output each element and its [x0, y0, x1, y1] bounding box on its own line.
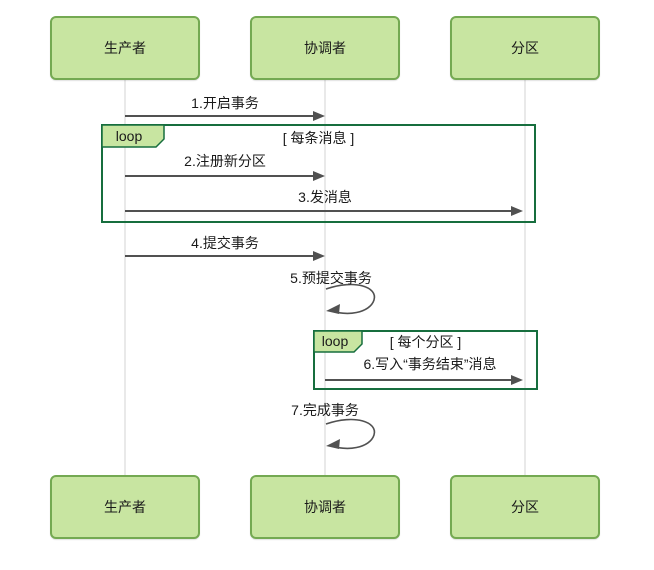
message-4-label: 4.提交事务	[191, 235, 259, 251]
message-3-arrowhead	[511, 206, 523, 216]
message-7-arrowhead	[326, 439, 340, 449]
loop-2-condition: [ 每个分区 ]	[389, 334, 462, 350]
message-7-label: 7.完成事务	[291, 402, 359, 418]
actor-label-partition-top: 分区	[511, 40, 539, 56]
loop-fragment-1-frame	[101, 124, 536, 223]
message-5-label: 5.预提交事务	[290, 270, 372, 286]
actor-box-partition-top: 分区	[450, 16, 600, 80]
message-5-arrowhead	[326, 304, 340, 314]
message-5-self-loop	[325, 283, 376, 315]
actor-label-producer-bottom: 生产者	[104, 499, 146, 515]
actor-box-partition-bottom: 分区	[450, 475, 600, 539]
message-2-arrowhead	[313, 171, 325, 181]
actor-box-coordinator-top: 协调者	[250, 16, 400, 80]
loop-2-keyword: loop	[321, 333, 349, 349]
loop-fragment-2-frame	[313, 330, 538, 390]
actor-box-coordinator-bottom: 协调者	[250, 475, 400, 539]
message-3-label: 3.发消息	[298, 189, 352, 205]
message-6-label: 6.写入“事务结束”消息	[363, 356, 497, 372]
actor-label-partition-bottom: 分区	[511, 499, 539, 515]
actor-label-coordinator-bottom: 协调者	[304, 499, 346, 515]
loop-fragment-1-label-pentagon	[101, 124, 165, 148]
message-4-arrowhead	[313, 251, 325, 261]
message-7-self-loop	[325, 418, 376, 450]
loop-1-keyword: loop	[115, 128, 143, 144]
actor-box-producer-top: 生产者	[50, 16, 200, 80]
loop-fragment-2-label-pentagon	[313, 330, 363, 353]
message-2-label: 2.注册新分区	[184, 153, 266, 169]
actor-label-coordinator-top: 协调者	[304, 40, 346, 56]
message-1-label: 1.开启事务	[191, 95, 259, 111]
message-1-arrowhead	[313, 111, 325, 121]
actor-label-producer-top: 生产者	[104, 40, 146, 56]
actor-box-producer-bottom: 生产者	[50, 475, 200, 539]
loop-1-condition: [ 每条消息 ]	[282, 130, 355, 146]
message-6-arrowhead	[511, 375, 523, 385]
